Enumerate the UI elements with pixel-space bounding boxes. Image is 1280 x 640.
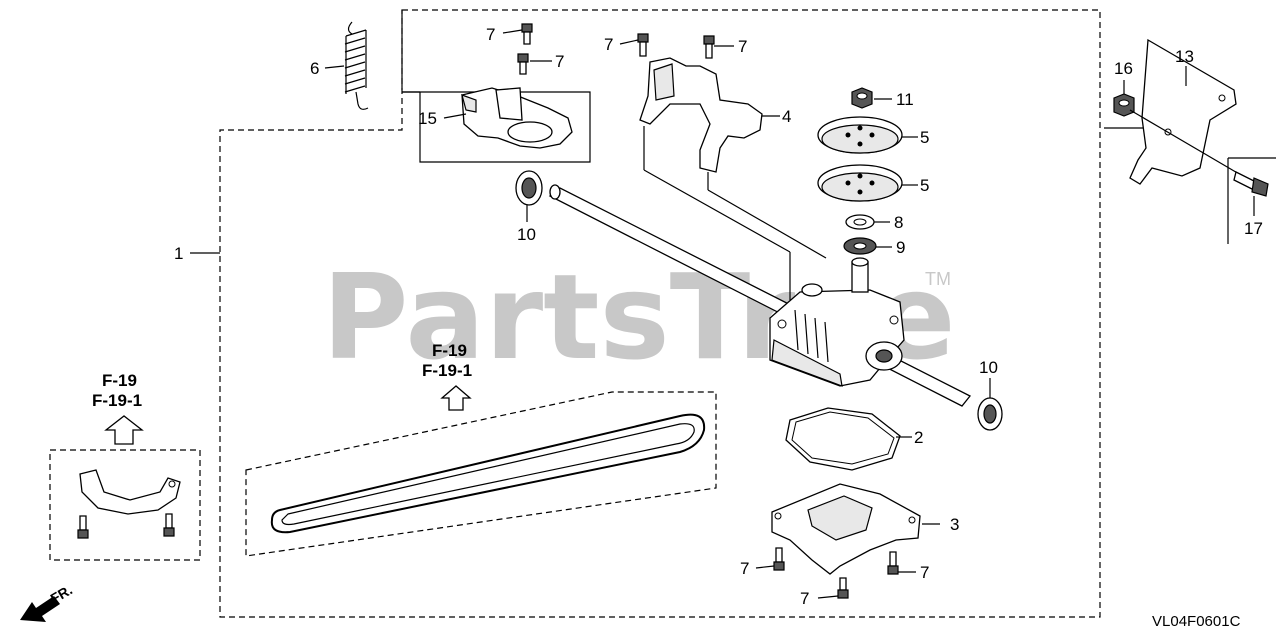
callout-7a: 7 [486,25,495,44]
callout-7b: 7 [555,52,564,71]
pulley-part-5-upper [817,116,918,154]
callout-5b: 5 [920,176,929,195]
washer-part-8 [845,214,890,230]
bolt-group-bottom [755,547,916,599]
ref-arrow-center [440,385,472,411]
nut-part-16 [1113,80,1247,179]
plate-part-3 [771,483,940,575]
bracket-part-4 [639,57,827,300]
callout-labels: 1 2 3 4 5 5 6 7 7 7 7 7 7 7 8 9 10 10 11… [174,25,1263,608]
bolt-group-top [502,23,734,75]
bearing-part-10-right [977,378,1003,431]
front-direction-arrow: FR. [20,581,75,622]
diagram-code: VL04F0601C [1152,613,1241,630]
callout-9: 9 [896,238,905,257]
callout-3: 3 [950,515,959,534]
pulley-part-5-lower [817,164,918,202]
drive-belt [270,413,706,534]
callout-11: 11 [896,90,914,109]
callout-16: 16 [1114,59,1133,78]
transmission-body-part-1 [769,257,905,387]
callout-7c: 7 [604,35,613,54]
ref-center-line2: F-19-1 [422,361,472,380]
callout-8: 8 [894,213,903,232]
callout-7f: 7 [920,563,929,582]
callout-5a: 5 [920,128,929,147]
callout-6: 6 [310,59,319,78]
ref-left-line2: F-19-1 [92,391,142,410]
callout-7e: 7 [740,559,749,578]
bolt-part-17 [1233,171,1269,216]
cover-part-15 [443,87,573,149]
callout-15: 15 [418,109,437,128]
callout-10b: 10 [979,358,998,377]
bearing-part-9 [843,237,892,255]
ref-center-line1: F-19 [432,341,467,360]
trademark-text: TM [925,269,951,289]
nut-part-11 [851,87,892,109]
callout-7d: 7 [738,37,747,56]
callout-2: 2 [914,428,923,447]
spring-part-6 [324,21,369,110]
main-assembly-border [219,9,1101,618]
callout-4: 4 [782,107,791,126]
bearing-part-10-left [515,170,543,222]
callout-17: 17 [1244,219,1263,238]
ref-arrow-left [104,415,144,445]
ref-left-line1: F-19 [102,371,137,390]
callout-7g: 7 [800,589,809,608]
left-inset-border [49,449,201,561]
gasket-part-2 [785,407,912,471]
inset-15-border [401,10,591,163]
callout-13: 13 [1175,47,1194,66]
left-inset-bracket [77,469,181,539]
reference-labels: F-19 F-19-1 F-19 F-19-1 [92,341,472,410]
callout-1: 1 [174,244,183,263]
belt-inset-border [245,391,717,557]
callout-10a: 10 [517,225,536,244]
bracket-part-13 [1129,38,1237,185]
